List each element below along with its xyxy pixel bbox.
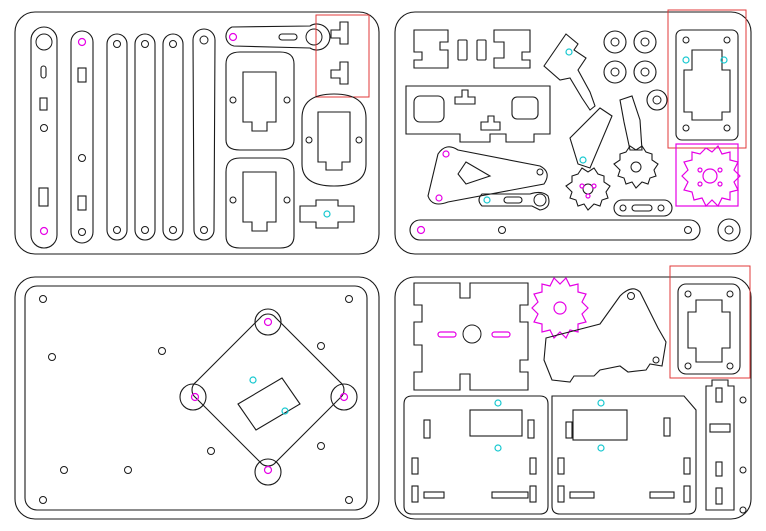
base-slot-plate — [405, 85, 551, 143]
servo-mount-plate-right — [301, 93, 367, 187]
slotted-link — [613, 199, 673, 217]
side-plate-left — [403, 395, 549, 515]
gripper-finger-right — [619, 95, 643, 151]
servo-frame-top-right — [675, 29, 739, 141]
side-plate-right — [551, 395, 697, 515]
link-arm-narrow — [70, 30, 94, 244]
gripper-finger-left — [569, 107, 613, 169]
long-bar — [409, 219, 701, 241]
servo-frame-bottom-right — [677, 283, 741, 375]
gear-small-right — [613, 145, 659, 189]
arm-link-plate — [427, 146, 548, 205]
small-lever — [478, 191, 550, 211]
gear-magenta-top-right — [681, 144, 741, 208]
highlight-box-top-left — [315, 14, 370, 98]
gear-small-left — [565, 167, 611, 211]
tab-plate-center-hole — [413, 282, 529, 391]
gripper-jaw — [543, 33, 596, 111]
clip-bracket-lower — [330, 61, 349, 85]
panel-bottom-left — [14, 276, 380, 520]
panel-bottom-right — [394, 265, 752, 520]
servo-mount-plate-upper — [225, 51, 295, 151]
tab-strip-plate — [413, 29, 449, 69]
highlight-box-bottom-right — [669, 265, 751, 379]
base-plate — [24, 285, 368, 511]
servo-horn-lever — [225, 23, 331, 51]
slot-strip — [705, 379, 735, 511]
highlight-box-gear — [675, 143, 739, 207]
panel-top-left — [14, 11, 380, 255]
gear-magenta-bottom — [531, 276, 589, 340]
panel-top-right — [394, 9, 752, 255]
cross-bracket — [299, 199, 355, 229]
link-arm-wide — [30, 26, 58, 249]
servo-mount-plate-lower — [225, 157, 295, 249]
diamond-servo-mount — [191, 313, 345, 467]
clip-bracket-upper — [330, 21, 349, 45]
claw-body — [543, 288, 667, 383]
